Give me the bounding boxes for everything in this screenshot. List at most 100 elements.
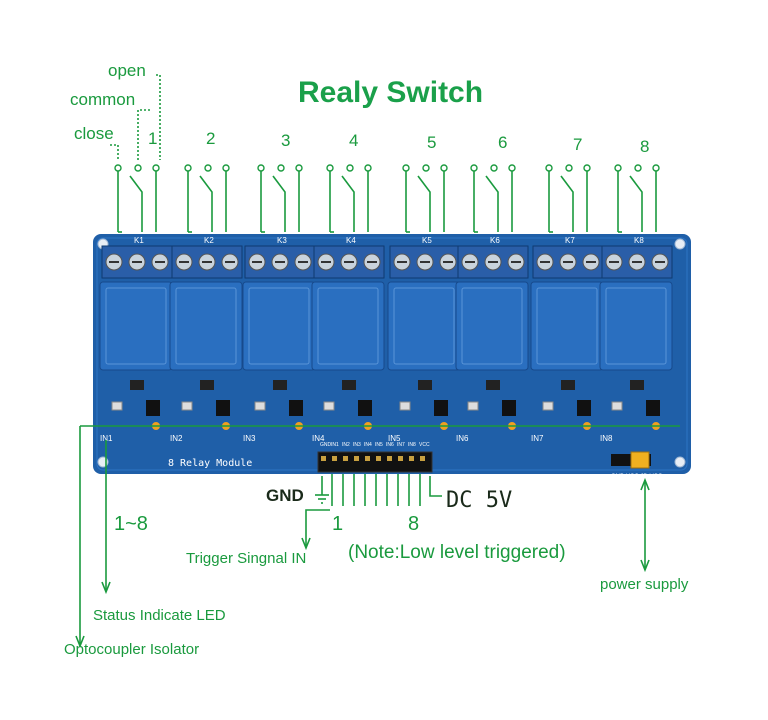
optocoupler-5 bbox=[434, 400, 448, 416]
channel-number-5: 5 bbox=[427, 133, 437, 152]
optocoupler-2 bbox=[216, 400, 230, 416]
relay-tag-5: K5 bbox=[422, 236, 432, 245]
pin-header bbox=[317, 451, 433, 473]
channel-number-8: 8 bbox=[640, 137, 650, 156]
contact-post-5-2 bbox=[422, 164, 430, 172]
relay-4 bbox=[311, 281, 385, 371]
relay-tag-1: K1 bbox=[134, 236, 144, 245]
contact-post-5-1 bbox=[402, 164, 410, 172]
header-pin-label-4: IN3 bbox=[353, 442, 361, 448]
contact-post-3-2 bbox=[277, 164, 285, 172]
wire-common-4 bbox=[341, 175, 355, 232]
transistor-7 bbox=[561, 380, 575, 390]
header-pin-4 bbox=[354, 456, 359, 461]
header-pin-label-10: VCC bbox=[419, 442, 430, 448]
optocoupler-arrow bbox=[75, 635, 85, 649]
relay-face-4 bbox=[317, 287, 379, 365]
transistor-4 bbox=[342, 380, 356, 390]
contact-post-6-3 bbox=[508, 164, 516, 172]
trigger-arrow bbox=[301, 537, 311, 551]
transistor-8 bbox=[630, 380, 644, 390]
channel-number-2: 2 bbox=[206, 129, 216, 148]
mount-hole-br bbox=[674, 456, 686, 468]
transistor-6 bbox=[486, 380, 500, 390]
contact-post-8-2 bbox=[634, 164, 642, 172]
relay-tag-2: K2 bbox=[204, 236, 214, 245]
resistor-8 bbox=[611, 401, 623, 411]
jumper-cap bbox=[630, 451, 650, 469]
transistor-1 bbox=[130, 380, 144, 390]
resistor-4 bbox=[323, 401, 335, 411]
contact-post-4-3 bbox=[364, 164, 372, 172]
channel-number-6: 6 bbox=[498, 133, 508, 152]
contact-post-3-1 bbox=[257, 164, 265, 172]
relay-tag-4: K4 bbox=[346, 236, 356, 245]
leader-common bbox=[137, 109, 150, 160]
note-label: (Note:Low level triggered) bbox=[348, 542, 566, 563]
input-tag-3: IN3 bbox=[243, 434, 256, 443]
optocoupler-1 bbox=[146, 400, 160, 416]
header-pin-2 bbox=[332, 456, 337, 461]
board-label: 8 Relay Module bbox=[168, 458, 252, 469]
header-pin-label-9: IN8 bbox=[408, 442, 416, 448]
header-pin-10 bbox=[420, 456, 425, 461]
trigger-leader bbox=[305, 509, 330, 546]
dc-5v-label: DC 5V bbox=[446, 488, 513, 513]
header-pin-8 bbox=[398, 456, 403, 461]
contact-post-3-3 bbox=[295, 164, 303, 172]
channel-number-4: 4 bbox=[349, 131, 359, 150]
contact-post-7-3 bbox=[583, 164, 591, 172]
label-common: common bbox=[70, 90, 136, 109]
relay-6 bbox=[455, 281, 529, 371]
relay-tag-8: K8 bbox=[634, 236, 644, 245]
mount-hole-tr bbox=[674, 238, 686, 250]
header-pin-1 bbox=[321, 456, 326, 461]
jumper-label: GND VCC JD-VCC bbox=[611, 474, 663, 480]
pin-end-label: 8 bbox=[408, 513, 420, 535]
header-pin-label-7: IN6 bbox=[386, 442, 394, 448]
relay-face-1 bbox=[105, 287, 167, 365]
header-pin-label-3: IN2 bbox=[342, 442, 350, 448]
header-pin-5 bbox=[365, 456, 370, 461]
pin-start-label: 1 bbox=[332, 513, 344, 535]
relay-2 bbox=[169, 281, 243, 371]
input-tag-8: IN8 bbox=[600, 434, 613, 443]
relay-8 bbox=[599, 281, 673, 371]
contact-post-4-1 bbox=[326, 164, 334, 172]
header-pin-label-5: IN4 bbox=[364, 442, 372, 448]
input-tag-7: IN7 bbox=[531, 434, 544, 443]
leader-open bbox=[156, 74, 161, 160]
contact-post-7-1 bbox=[545, 164, 553, 172]
wire-common-3 bbox=[272, 175, 286, 232]
optocoupler-3 bbox=[289, 400, 303, 416]
wire-common-8 bbox=[629, 175, 643, 232]
trigger-label: Trigger Singnal IN bbox=[186, 550, 307, 567]
contact-post-8-3 bbox=[652, 164, 660, 172]
relay-7 bbox=[530, 281, 604, 371]
contact-post-2-2 bbox=[204, 164, 212, 172]
relay-face-7 bbox=[536, 287, 598, 365]
input-tag-5: IN5 bbox=[388, 434, 401, 443]
optocoupler-8 bbox=[646, 400, 660, 416]
optocoupler-label: Optocoupler Isolator bbox=[64, 641, 200, 658]
contact-post-1-2 bbox=[134, 164, 142, 172]
gnd-label: GND bbox=[266, 486, 304, 505]
header-pin-3 bbox=[343, 456, 348, 461]
contact-post-2-1 bbox=[184, 164, 192, 172]
transistor-3 bbox=[273, 380, 287, 390]
optocoupler-4 bbox=[358, 400, 372, 416]
status-led-label: Status Indicate LED bbox=[93, 607, 226, 624]
wire-common-7 bbox=[560, 175, 574, 232]
transistor-5 bbox=[418, 380, 432, 390]
wire-common-6 bbox=[485, 175, 499, 232]
input-tag-1: IN1 bbox=[100, 434, 113, 443]
power-arrow-up bbox=[640, 477, 650, 491]
contact-post-1-1 bbox=[114, 164, 122, 172]
header-pin-6 bbox=[376, 456, 381, 461]
input-tag-4: IN4 bbox=[312, 434, 325, 443]
channel-number-7: 7 bbox=[573, 135, 583, 154]
resistor-5 bbox=[399, 401, 411, 411]
relay-face-5 bbox=[393, 287, 455, 365]
wire-common-2 bbox=[199, 175, 213, 232]
